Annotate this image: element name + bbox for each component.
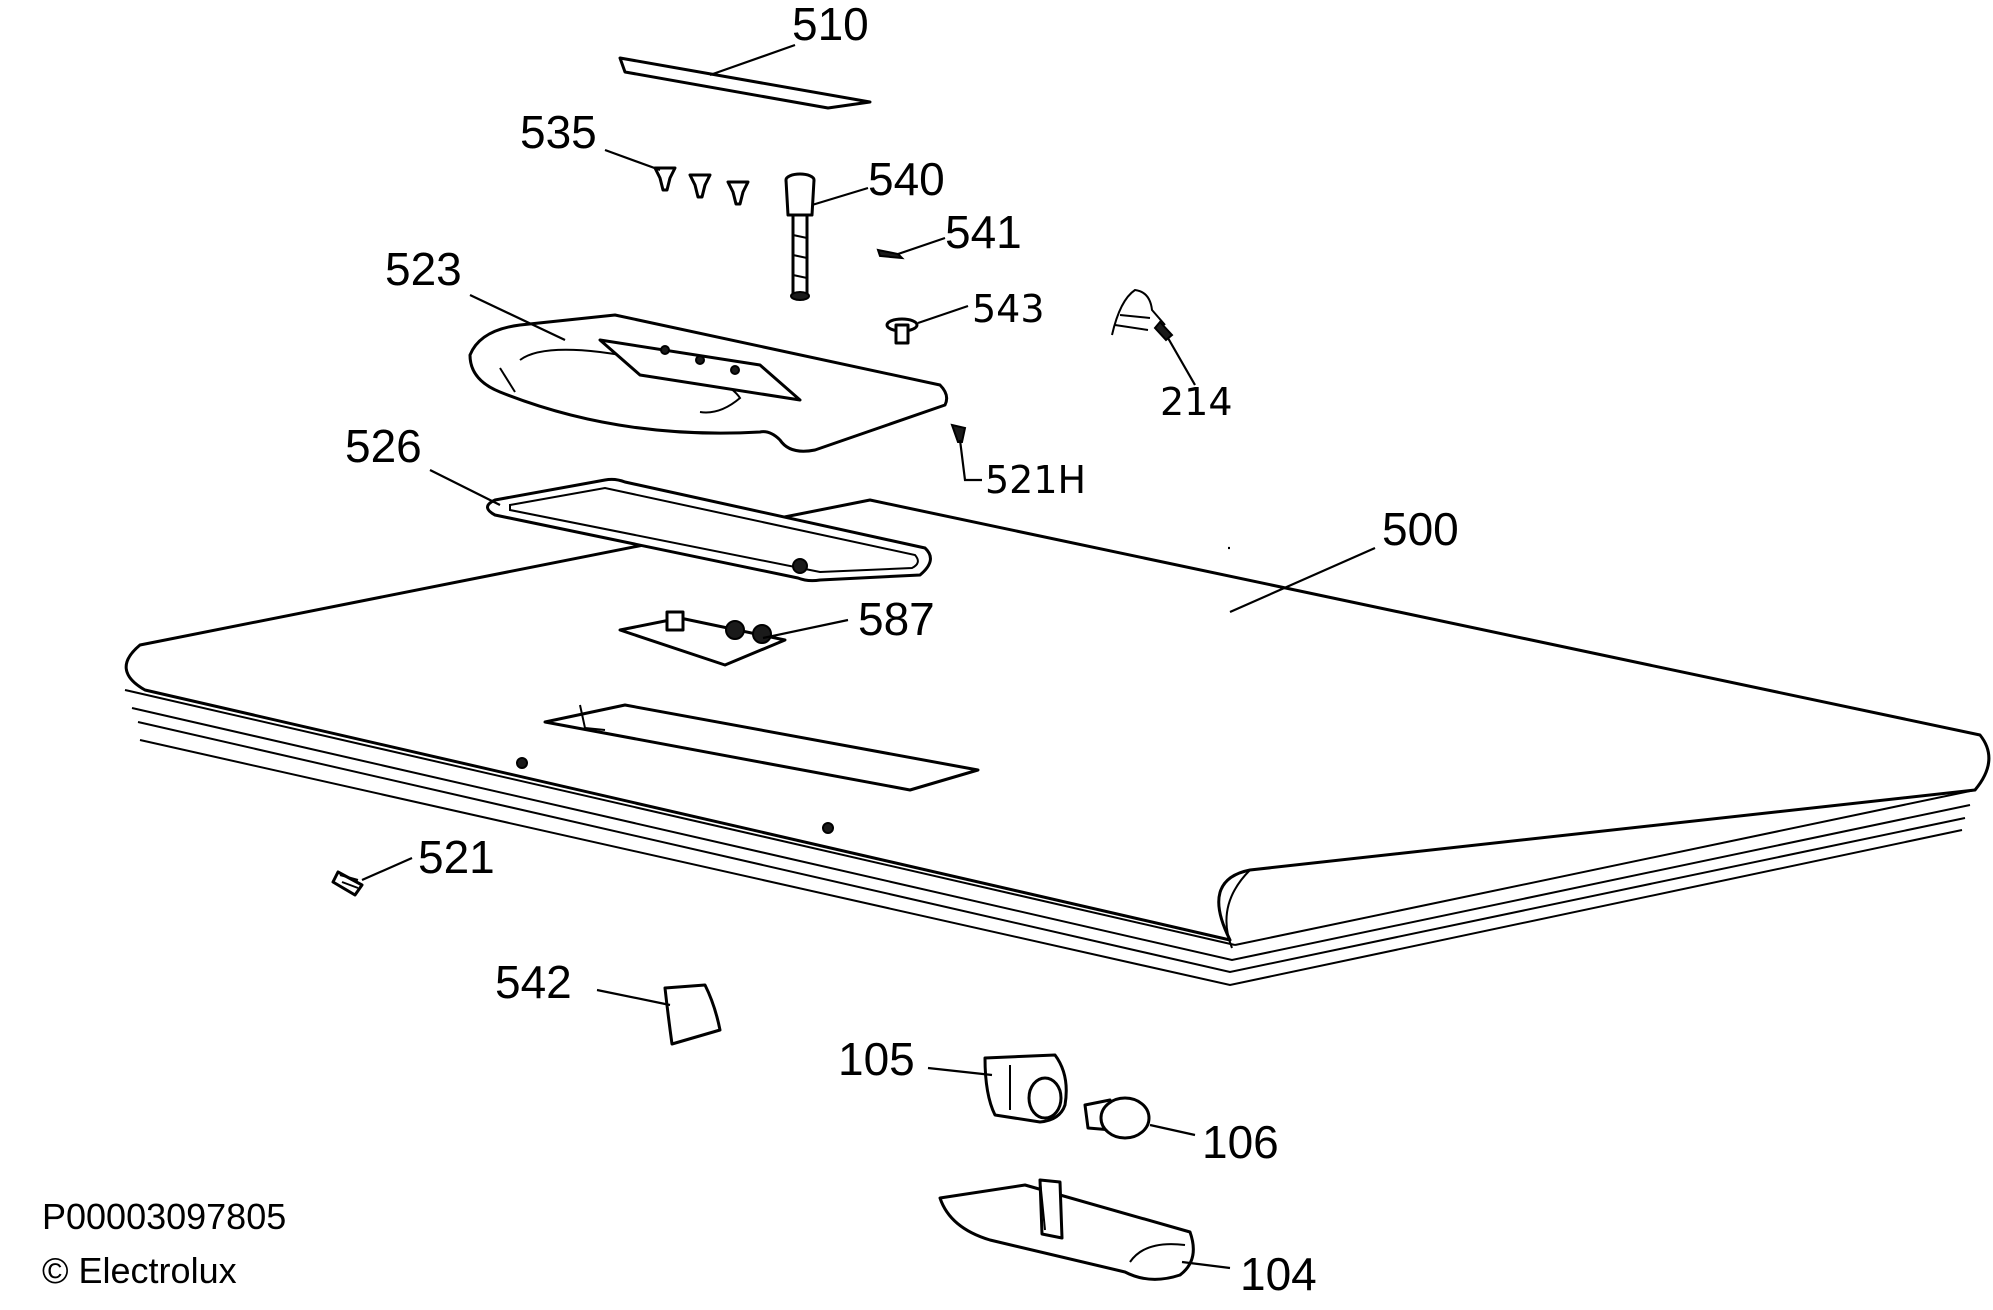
part-587-circuit-board xyxy=(618,610,787,667)
part-541-pin xyxy=(876,248,905,260)
part-500-top-panel xyxy=(124,498,1991,987)
part-523-handle-cover xyxy=(468,313,949,453)
part-214-connector xyxy=(1111,288,1174,342)
callout-543: 543 xyxy=(972,287,1045,331)
callout-535: 535 xyxy=(520,106,597,158)
callout-587: 587 xyxy=(858,593,935,645)
part-106-knob xyxy=(1083,1096,1151,1140)
callout-526: 526 xyxy=(345,420,422,472)
document-id: P00003097805 xyxy=(42,1196,287,1237)
part-105-bracket xyxy=(983,1053,1068,1124)
part-521h-screw xyxy=(950,423,967,443)
callout-542: 542 xyxy=(495,956,572,1008)
part-540-shaft xyxy=(784,172,816,301)
callout-214: 214 xyxy=(1160,380,1233,424)
callout-540: 540 xyxy=(868,153,945,205)
copyright-notice: © Electrolux xyxy=(42,1250,237,1291)
part-542-cap xyxy=(663,983,722,1046)
part-521-screw xyxy=(331,870,364,897)
part-535-screws xyxy=(653,166,750,206)
callout-523: 523 xyxy=(385,243,462,295)
part-543-clip xyxy=(885,317,919,345)
callout-521: 521 xyxy=(418,831,495,883)
part-526-gasket xyxy=(486,477,932,583)
callout-510: 510 xyxy=(792,0,869,50)
callout-104: 104 xyxy=(1240,1248,1317,1300)
part-104-bottom-cover xyxy=(938,1178,1195,1281)
part-510-label xyxy=(618,56,872,110)
callout-500: 500 xyxy=(1382,503,1459,555)
callout-541: 541 xyxy=(945,206,1022,258)
callout-106: 106 xyxy=(1202,1116,1279,1168)
callout-521h: 521H xyxy=(985,458,1086,502)
callout-105: 105 xyxy=(838,1033,915,1085)
leader-lines xyxy=(361,43,1376,1270)
